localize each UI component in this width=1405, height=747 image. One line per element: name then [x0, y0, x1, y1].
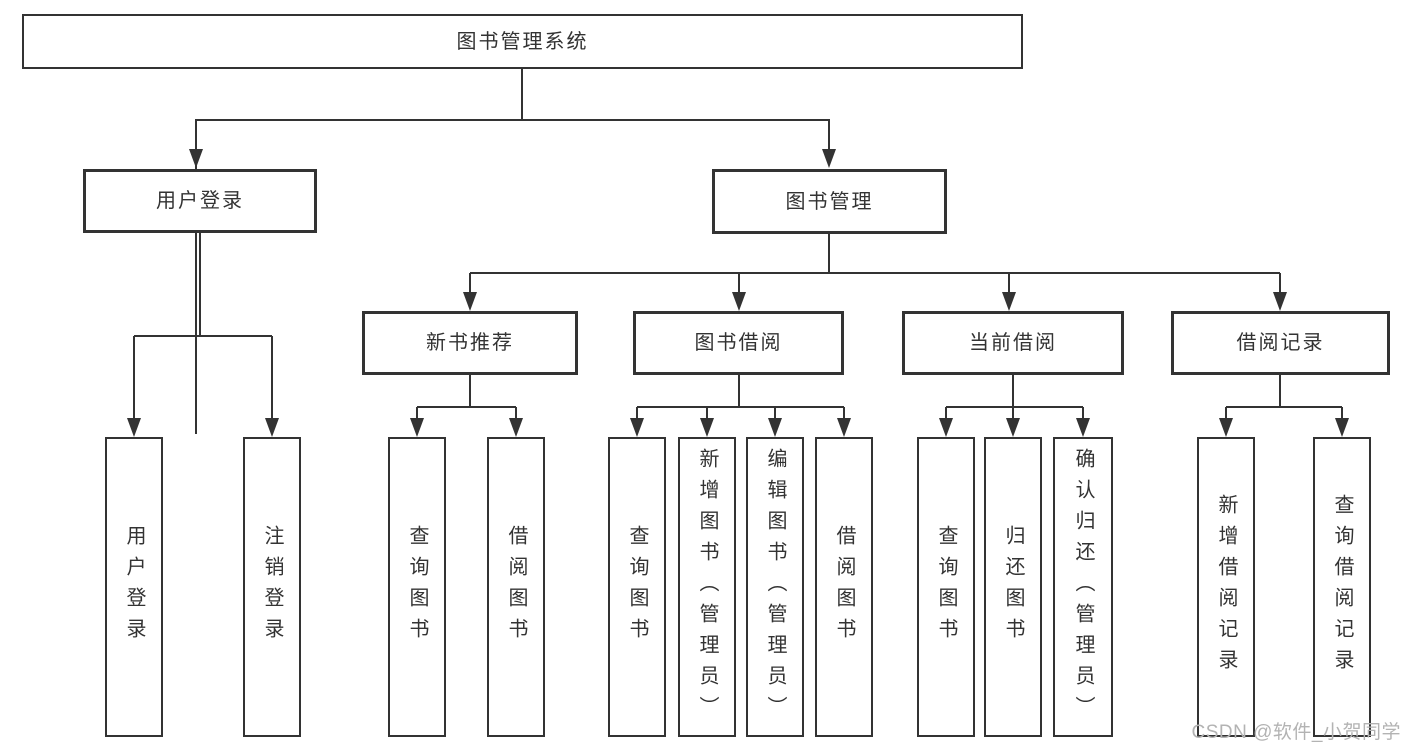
csdn-watermark: CSDN @软件_小贺同学 — [1191, 722, 1401, 743]
new-book-recommend-branch-lines — [416, 375, 517, 434]
node-book-borrow: 图书借阅 — [633, 311, 844, 375]
node-user-login-label: 用户登录 — [156, 190, 244, 212]
leaf-node-borrow-books-2: 借阅图书 — [815, 437, 873, 737]
arrowheads-user-login — [127, 418, 279, 437]
leaf-node-edit-books-admin: 编辑图书（管理员） — [746, 437, 804, 737]
node-book-management: 图书管理 — [712, 169, 947, 234]
book-management-branch-lines — [469, 234, 1281, 308]
connector-book-management-to-level3 — [463, 234, 1287, 311]
leaf-node-confirm-return-admin: 确认归还（管理员） — [1053, 437, 1113, 737]
node-new-book-recommend-label: 新书推荐 — [426, 332, 514, 354]
leaf-label: 注销登录 — [261, 525, 283, 649]
node-current-borrow: 当前借阅 — [902, 311, 1124, 375]
leaf-node-query-borrow-record: 查询借阅记录 — [1313, 437, 1371, 737]
connector-book-borrow-to-leaves — [630, 375, 851, 437]
connector-user-login-to-leaves — [127, 232, 279, 437]
node-root-label: 图书管理系统 — [456, 30, 589, 53]
node-user-login: 用户登录 — [83, 169, 317, 233]
leaf-label: 借阅图书 — [833, 525, 855, 649]
leaf-node-query-books-2: 查询图书 — [608, 437, 666, 737]
leaf-label: 新增图书（管理员） — [696, 447, 718, 727]
node-borrow-records-label: 借阅记录 — [1236, 332, 1325, 354]
connector-current-borrow-to-leaves — [939, 375, 1090, 437]
leaf-node-return-books: 归还图书 — [984, 437, 1042, 737]
connector-new-book-recommend-to-leaves — [410, 375, 523, 437]
node-root-system: 图书管理系统 — [22, 14, 1023, 69]
leaf-label: 归还图书 — [1002, 525, 1024, 649]
root-branch-lines — [195, 69, 830, 434]
leaf-node-query-books-1: 查询图书 — [388, 437, 446, 737]
node-book-management-label: 图书管理 — [785, 190, 874, 213]
leaf-node-query-books-3: 查询图书 — [917, 437, 975, 737]
node-current-borrow-label: 当前借阅 — [969, 332, 1057, 354]
leaf-label: 用户登录 — [123, 525, 145, 649]
leaf-label: 确认归还（管理员） — [1072, 447, 1094, 727]
node-book-borrow-label: 图书借阅 — [694, 332, 783, 354]
node-new-book-recommend: 新书推荐 — [362, 311, 578, 375]
arrowheads-new-book-recommend — [410, 418, 523, 437]
leaf-node-add-books-admin: 新增图书（管理员） — [678, 437, 736, 737]
leaf-label: 查询借阅记录 — [1331, 494, 1353, 680]
arrowheads-book-borrow — [630, 418, 851, 437]
connector-root-to-level2 — [189, 69, 836, 434]
arrowheads-level2 — [189, 149, 836, 168]
node-borrow-records: 借阅记录 — [1171, 311, 1390, 375]
arrowheads-borrow-records — [1219, 418, 1349, 437]
leaf-label: 编辑图书（管理员） — [764, 447, 786, 727]
leaf-label: 新增借阅记录 — [1215, 494, 1237, 680]
leaf-node-borrow-books-1: 借阅图书 — [487, 437, 545, 737]
borrow-records-branch-lines — [1225, 375, 1343, 434]
leaf-label: 借阅图书 — [505, 525, 527, 649]
leaf-node-logout: 注销登录 — [243, 437, 301, 737]
leaf-label: 查询图书 — [626, 525, 648, 649]
leaf-label: 查询图书 — [406, 525, 428, 649]
arrowheads-level3 — [463, 292, 1287, 311]
book-borrow-branch-lines — [636, 375, 845, 434]
leaf-node-add-borrow-record: 新增借阅记录 — [1197, 437, 1255, 737]
leaf-node-user-login: 用户登录 — [105, 437, 163, 737]
arrowheads-current-borrow — [939, 418, 1090, 437]
user-login-branch-lines — [133, 232, 273, 434]
leaf-label: 查询图书 — [935, 525, 957, 649]
connector-borrow-records-to-leaves — [1219, 375, 1349, 437]
